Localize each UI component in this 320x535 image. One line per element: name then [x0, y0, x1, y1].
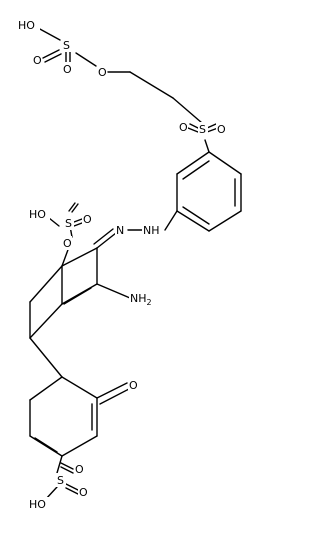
- top-oxo-left-label: O: [33, 54, 42, 67]
- lower-sulfo-oxo-right-label: O: [79, 486, 88, 499]
- azo-nh-label: NH: [143, 224, 160, 237]
- top-oxo-bottom-label: O: [63, 63, 72, 76]
- lower-sulfo-oxo-top-label: O: [75, 463, 84, 476]
- ester-oxygen-label: O: [98, 66, 107, 79]
- amine-label: NH2: [130, 292, 152, 307]
- top-hydroxyl-label: HO: [18, 19, 35, 32]
- sulfonyl-oxo-left-label: O: [179, 121, 188, 134]
- keto-oxygen-label: O: [129, 379, 138, 392]
- lower-sulfo-hydroxyl-label: HO: [29, 498, 46, 511]
- upper-sulfo-oxo-bottom-label: O: [63, 237, 72, 250]
- upper-sulfo-oxo-right-label: O: [83, 213, 92, 226]
- upper-sulfo-sulfur-label: S: [65, 217, 72, 230]
- lower-sulfo-sulfur-label: S: [57, 474, 64, 487]
- sulfonyl-sulfur-label: S: [199, 123, 206, 136]
- upper-sulfo-hydroxyl-label: HO: [29, 208, 46, 221]
- azo-n1-label: N: [116, 224, 124, 237]
- sulfonyl-oxo-right-label: O: [217, 123, 226, 136]
- chemical-structure: HO S O O O S O O HO S O O N NH NH2: [18, 18, 242, 511]
- atom-labels: HO S O O O S O O HO S O O N NH NH2: [18, 18, 226, 511]
- top-sulfur-label: S: [63, 39, 70, 52]
- bond-lines: [29, 27, 242, 501]
